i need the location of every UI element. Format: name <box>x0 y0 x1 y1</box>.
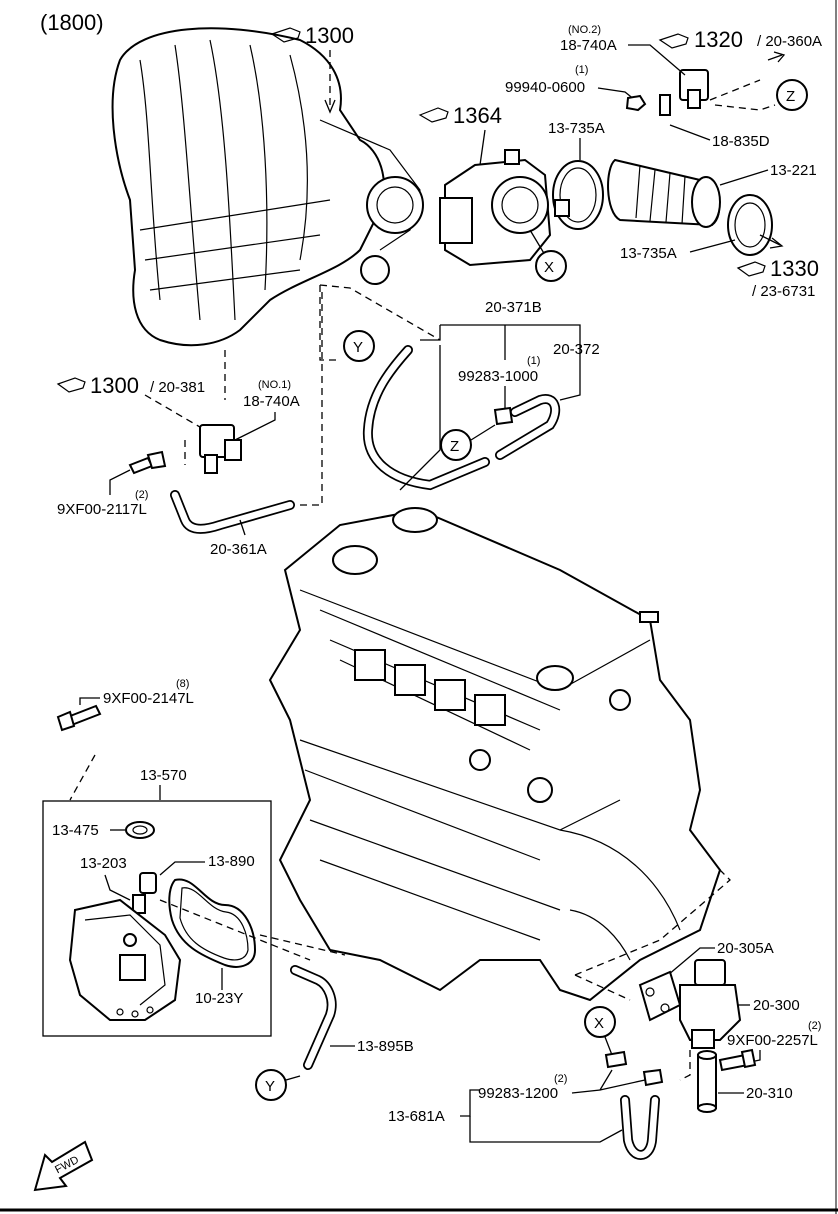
label-q2-a: (2) <box>135 489 148 501</box>
fwd-arrow-icon: FWD <box>33 1140 94 1192</box>
label-no1: (NO.1) <box>258 379 291 391</box>
callout-1300-left-text: 1300 <box>90 373 139 398</box>
nut <box>625 94 647 112</box>
hose-connector <box>493 406 514 426</box>
label-13-203: 13-203 <box>80 855 127 872</box>
ref-y-top-text: Y <box>353 339 363 356</box>
callout-1300-text: 1300 <box>305 23 354 48</box>
bolt-9xf00-2147l <box>56 704 102 732</box>
label-q1-mid: (1) <box>527 355 540 367</box>
egr-gasket <box>638 970 682 1022</box>
label-13-681a: 13-681A <box>388 1108 445 1125</box>
egr-valve <box>679 959 742 1049</box>
callout-1320-text: 1320 <box>694 27 743 52</box>
section-label: (1800) <box>40 10 104 35</box>
vacuum-hose-20-372 <box>495 394 561 460</box>
label-no2: (NO.2) <box>568 24 601 36</box>
callout-1330-suffix: / 23-6731 <box>752 283 815 300</box>
label-q2-c: (2) <box>554 1073 567 1085</box>
egr-pipe-20-310 <box>697 1050 717 1113</box>
ref-circle-x-bottom <box>584 1006 616 1038</box>
label-13-735a-bottom: 13-735A <box>620 245 677 262</box>
air-duct <box>607 158 721 228</box>
label-q1-top: (1) <box>575 64 588 76</box>
ref-circle-y-bottom <box>255 1069 287 1101</box>
label-13-570: 13-570 <box>140 767 187 784</box>
ref-y-bottom-text: Y <box>265 1078 275 1095</box>
label-9xf00-2117l: 9XF00-2117L <box>57 501 147 518</box>
label-99283-1200: 99283-1200 <box>478 1085 558 1102</box>
ref-z-mid-text: Z <box>450 438 459 455</box>
callout-1320-suffix: / 20-360A <box>757 33 822 50</box>
hand-pointer-icon <box>56 377 86 393</box>
label-99940-0600: 99940-0600 <box>505 79 585 96</box>
engine-block <box>268 507 722 1002</box>
label-9xf00-2147l: 9XF00-2147L <box>103 690 194 707</box>
gasket-10-23y <box>168 878 257 968</box>
label-13-890: 13-890 <box>208 853 255 870</box>
label-20-300: 20-300 <box>753 997 800 1014</box>
label-18-835d: 18-835D <box>712 133 770 150</box>
ref-circle-z-top <box>776 79 808 111</box>
water-hose-13-681a <box>620 1095 660 1160</box>
callout-1330-text: 1330 <box>770 256 819 281</box>
hand-pointer-icon <box>270 27 301 43</box>
hose-clamp-top <box>552 160 604 230</box>
label-20-310: 20-310 <box>746 1085 793 1102</box>
label-13-475: 13-475 <box>52 822 99 839</box>
callout-1364-text: 1364 <box>453 103 502 128</box>
pcv-hose-13-895b <box>290 965 337 1070</box>
callout-1300-left-suffix: / 20-381 <box>150 379 205 396</box>
ref-x-bottom-text: X <box>594 1015 604 1032</box>
label-13-735a-top: 13-735A <box>548 120 605 137</box>
intake-manifold <box>111 27 424 347</box>
callout-1364: 1364 <box>418 103 502 166</box>
bolt-9xf00-2117l <box>128 450 167 475</box>
oil-seal-13-475 <box>125 821 155 839</box>
label-20-372: 20-372 <box>553 341 600 358</box>
oil-separator-cover <box>68 898 182 1021</box>
hand-pointer-icon <box>736 261 766 277</box>
ref-z-top-text: Z <box>786 88 795 105</box>
hose-clip-top <box>604 1050 628 1069</box>
label-20-371b: 20-371B <box>485 299 542 316</box>
vacuum-hose-20-371b <box>362 345 490 491</box>
callout-1300-left: 1300 / 20-381 <box>56 373 205 398</box>
ref-x-top-text: X <box>544 259 554 276</box>
label-18-740a-top: 18-740A <box>560 37 617 54</box>
pcv-assembly-box <box>42 800 272 1037</box>
callout-1330: 1330 / 23-6731 <box>736 256 819 300</box>
vacuum-hose-20-361a <box>170 490 295 534</box>
ref-circle-z-mid <box>440 429 472 461</box>
callout-1320: 1320 / 20-360A <box>658 27 822 52</box>
pcv-valve <box>132 872 157 914</box>
throttle-body <box>439 149 552 267</box>
hose-clamp-bottom <box>727 194 773 256</box>
solenoid-valve-no2 <box>659 69 709 116</box>
label-9xf00-2257l: 9XF00-2257L <box>727 1032 818 1049</box>
label-20-305a: 20-305A <box>717 940 774 957</box>
label-20-361a: 20-361A <box>210 541 267 558</box>
ref-circle-x-top <box>535 250 567 282</box>
label-q8: (8) <box>176 678 189 690</box>
label-10-23y: 10-23Y <box>195 990 243 1007</box>
label-13-895b: 13-895B <box>357 1038 414 1055</box>
callout-1300-top: 1300 <box>270 23 354 114</box>
label-99283-1000: 99283-1000 <box>458 368 538 385</box>
label-18-740a-mid: 18-740A <box>243 393 300 410</box>
label-13-221: 13-221 <box>770 162 817 179</box>
hand-pointer-icon <box>418 107 449 123</box>
bolt-9xf00-2257l <box>718 1048 757 1072</box>
label-q2-b: (2) <box>808 1020 821 1032</box>
hose-clip-bottom <box>642 1068 664 1087</box>
ref-circle-y-top <box>343 330 375 362</box>
solenoid-valve-no1 <box>199 424 242 474</box>
hand-pointer-icon <box>658 33 689 49</box>
